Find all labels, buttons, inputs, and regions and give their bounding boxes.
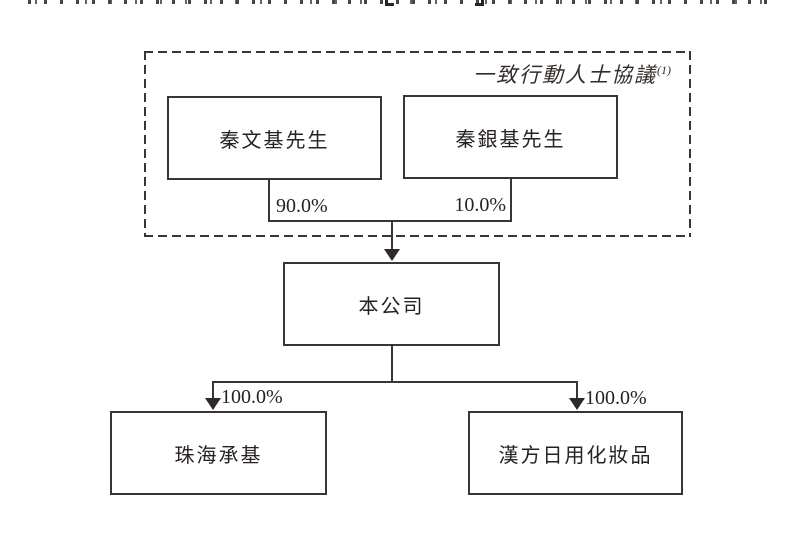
- edge-split-horizontal: [212, 381, 578, 383]
- percentage-subsidiary-right: 100.0%: [585, 387, 647, 409]
- node-shareholder-left-label: 秦文基先生: [219, 129, 330, 152]
- node-company: 本公司: [283, 262, 500, 346]
- edge-company-down: [391, 346, 393, 383]
- edge-merge-to-company: [391, 222, 393, 250]
- node-shareholder-right-label: 秦銀基先生: [455, 128, 566, 151]
- edge-to-subsidiary-left: [212, 383, 214, 399]
- edge-shareholder-left-down: [268, 180, 270, 222]
- arrowhead-down-subsidiary-left: [205, 398, 221, 410]
- clipped-bracket-right-mark: [475, 0, 484, 6]
- arrowhead-down-company: [384, 249, 400, 261]
- percentage-shareholder-left: 90.0%: [276, 195, 328, 217]
- clipped-bracket-left-mark: [385, 0, 394, 6]
- dashed-border-left: [144, 51, 146, 237]
- node-subsidiary-left: 珠海承基: [110, 411, 327, 495]
- arrowhead-down-subsidiary-right: [569, 398, 585, 410]
- dashed-border-right: [689, 51, 691, 237]
- node-subsidiary-right: 漢方日用化妝品: [468, 411, 683, 495]
- dashed-border-bottom: [144, 235, 691, 237]
- node-subsidiary-right-label: 漢方日用化妝品: [498, 444, 653, 467]
- footnote-superscript: (1): [657, 63, 671, 77]
- dashed-border-top: [144, 51, 691, 53]
- edge-to-subsidiary-right: [576, 383, 578, 399]
- acting-in-concert-label: 一致行動人士協議(1): [473, 59, 671, 89]
- node-shareholder-right: 秦銀基先生: [403, 95, 618, 179]
- node-shareholder-left: 秦文基先生: [167, 96, 382, 180]
- acting-in-concert-group: 一致行動人士協議(1): [144, 51, 691, 237]
- percentage-subsidiary-left: 100.0%: [221, 386, 283, 408]
- edge-shareholder-right-down: [510, 179, 512, 222]
- edge-merge-horizontal: [268, 220, 512, 222]
- clipped-text-row: [28, 0, 776, 6]
- acting-in-concert-label-text: 一致行動人士協議: [473, 63, 657, 87]
- node-company-label: 本公司: [358, 295, 425, 318]
- node-subsidiary-left-label: 珠海承基: [174, 444, 263, 467]
- percentage-shareholder-right: 10.0%: [454, 194, 506, 216]
- clipped-text-marks: [28, 0, 776, 4]
